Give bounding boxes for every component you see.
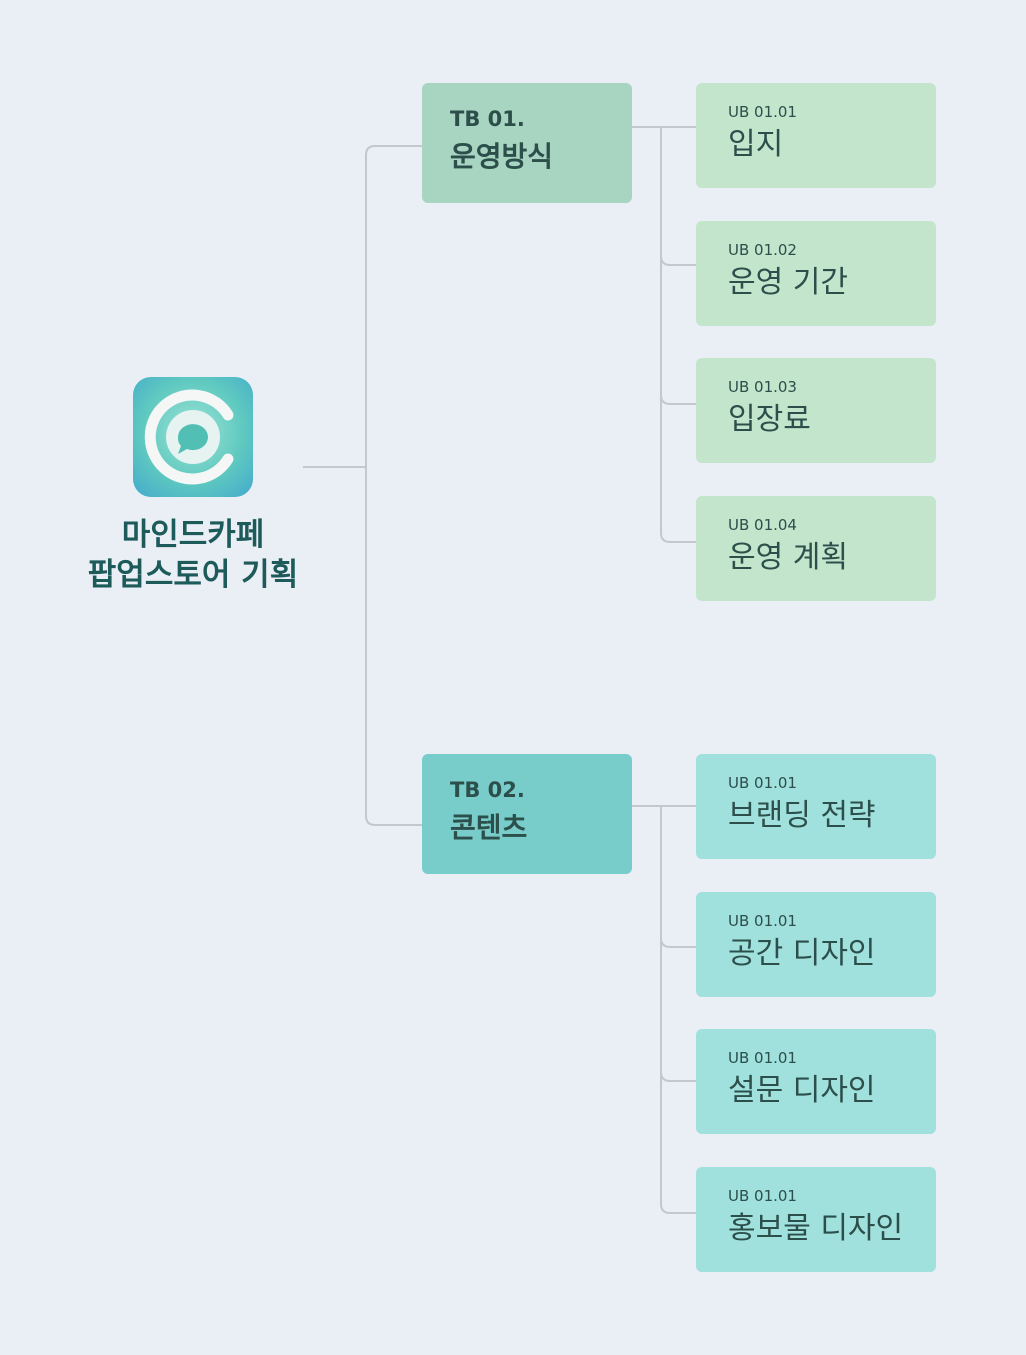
- sub-branch-title: 입지: [728, 127, 784, 162]
- sub-branch-title: 운영 계획: [728, 540, 848, 575]
- mindcafe-chat-logo-icon: [133, 377, 253, 497]
- branch-title: 운영방식: [450, 140, 554, 173]
- sub-branch-code: UB 01.01: [728, 912, 797, 930]
- sub-branch-code: UB 01.04: [728, 516, 797, 534]
- sub-branch-code: UB 01.03: [728, 378, 797, 396]
- sub-branch-02-02[interactable]: UB 01.01 공간 디자인: [696, 892, 936, 997]
- sub-branch-02-04[interactable]: UB 01.01 홍보물 디자인: [696, 1167, 936, 1272]
- sub-branch-01-03[interactable]: UB 01.03 입장료: [696, 358, 936, 463]
- sub-branch-code: UB 01.01: [728, 1187, 797, 1205]
- sub-branch-title: 공간 디자인: [728, 936, 876, 971]
- sub-branch-code: UB 01.02: [728, 241, 797, 259]
- sub-branch-01-02[interactable]: UB 01.02 운영 기간: [696, 221, 936, 326]
- root-title: 마인드카페 팝업스토어 기획: [60, 515, 326, 595]
- branch-code: TB 02.: [450, 778, 525, 802]
- sub-branch-code: UB 01.01: [728, 774, 797, 792]
- branch-title: 콘텐츠: [450, 811, 528, 844]
- sub-branch-code: UB 01.01: [728, 103, 797, 121]
- sub-branch-title: 설문 디자인: [728, 1073, 876, 1108]
- sub-branch-01-01[interactable]: UB 01.01 입지: [696, 83, 936, 188]
- sub-branch-01-04[interactable]: UB 01.04 운영 계획: [696, 496, 936, 601]
- sub-branch-title: 홍보물 디자인: [728, 1211, 904, 1246]
- sub-branch-title: 운영 기간: [728, 265, 848, 300]
- sub-branch-02-03[interactable]: UB 01.01 설문 디자인: [696, 1029, 936, 1134]
- sub-branch-title: 브랜딩 전략: [728, 798, 876, 833]
- top-branch-02[interactable]: TB 02. 콘텐츠: [422, 754, 632, 874]
- branch-code: TB 01.: [450, 107, 525, 131]
- top-branch-01[interactable]: TB 01. 운영방식: [422, 83, 632, 203]
- sub-branch-02-01[interactable]: UB 01.01 브랜딩 전략: [696, 754, 936, 859]
- root-title-line1: 마인드카페: [121, 517, 265, 553]
- root-title-line2: 팝업스토어 기획: [87, 557, 299, 593]
- sub-branch-title: 입장료: [728, 402, 811, 437]
- sub-branch-code: UB 01.01: [728, 1049, 797, 1067]
